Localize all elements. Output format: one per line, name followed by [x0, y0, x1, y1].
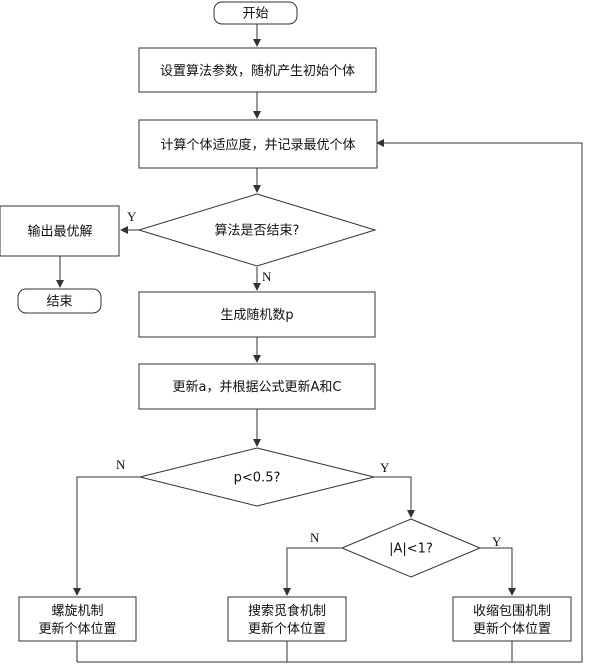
edge-acheck-encircle: [480, 547, 516, 596]
node-output-best: 输出最优解: [0, 205, 120, 257]
edge-loop-back: [77, 139, 583, 663]
node-gen-random: 生成随机数p: [138, 291, 376, 338]
edge-labels: Y N N Y N Y: [116, 209, 502, 549]
edge-acheck-search: [283, 547, 342, 596]
node-p-check: p<0.5?: [139, 447, 375, 507]
node-encircle-line-2: 更新个体位置: [473, 621, 551, 637]
node-init: 设置算法参数，随机产生初始个体: [138, 47, 377, 93]
node-spiral: 螺旋机制 更新个体位置: [18, 596, 137, 642]
edge-pcheck-acheck: [374, 476, 415, 518]
node-search-line-1: 搜索觅食机制: [248, 603, 326, 619]
node-search-line-2: 更新个体位置: [248, 621, 326, 637]
node-start-label: 开始: [242, 7, 268, 22]
label-p-yes: Y: [380, 460, 390, 475]
node-a-check-label: |A|<1?: [389, 542, 433, 557]
node-encircle: 收缩包围机制 更新个体位置: [452, 596, 572, 642]
node-update-label: 更新a，并根据公式更新A和C: [173, 379, 342, 395]
node-check-end: 算法是否结束?: [137, 193, 377, 267]
node-gen-random-label: 生成随机数p: [220, 308, 293, 323]
node-search: 搜索觅食机制 更新个体位置: [227, 596, 347, 642]
node-spiral-line-1: 螺旋机制: [51, 604, 103, 619]
label-a-yes: Y: [492, 534, 502, 549]
edges: [56, 24, 583, 663]
label-end-yes: Y: [127, 209, 137, 224]
label-p-no: N: [116, 457, 126, 472]
edge-pcheck-spiral: [73, 476, 140, 596]
node-end: 结束: [17, 288, 102, 314]
node-a-check: |A|<1?: [340, 518, 482, 578]
node-check-end-label: 算法是否结束?: [215, 224, 300, 239]
node-p-check-label: p<0.5?: [234, 471, 281, 486]
node-start: 开始: [213, 1, 298, 25]
node-init-label: 设置算法参数，随机产生初始个体: [160, 63, 355, 79]
label-end-no: N: [262, 269, 272, 284]
node-output-best-label: 输出最优解: [27, 224, 92, 240]
node-fitness-label: 计算个体适应度，并记录最优个体: [160, 137, 355, 153]
node-update: 更新a，并根据公式更新A和C: [138, 363, 376, 410]
node-end-label: 结束: [46, 295, 72, 310]
node-spiral-line-2: 更新个体位置: [38, 621, 116, 637]
label-a-no: N: [310, 530, 320, 545]
node-encircle-line-1: 收缩包围机制: [473, 603, 551, 619]
node-fitness: 计算个体适应度，并记录最优个体: [138, 119, 378, 169]
